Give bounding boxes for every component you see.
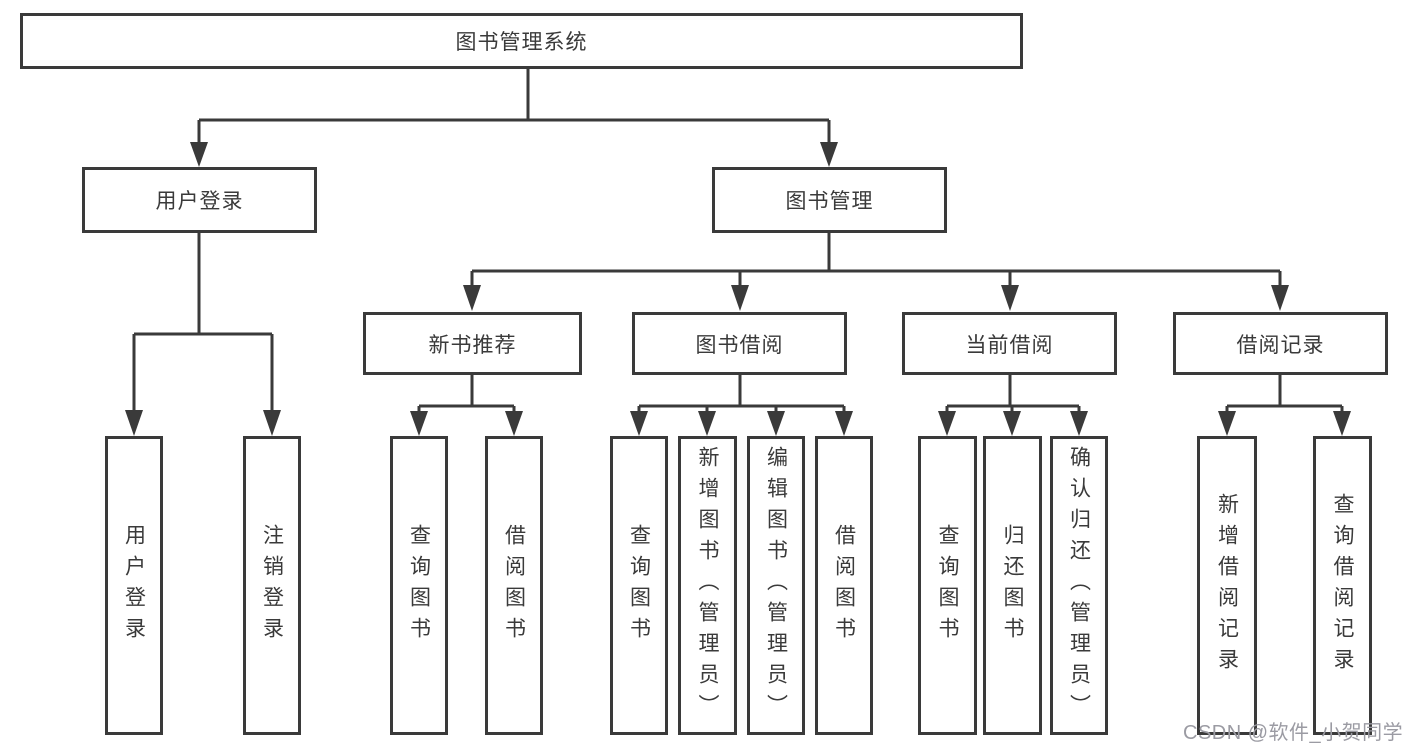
connector-bookborrow-to-children — [637, 375, 846, 413]
node-book-management: 图书管理 — [712, 167, 947, 233]
csdn-watermark: CSDN @软件_小贺同学 — [1183, 722, 1404, 744]
node-current-borrowing: 当前借阅 — [902, 312, 1117, 375]
node-label: 新增借阅记录 — [1215, 492, 1239, 679]
leaf-bookborrow-query: 查询图书 — [610, 436, 668, 735]
arrow-icon — [1271, 285, 1289, 311]
node-borrowing-records: 借阅记录 — [1173, 312, 1388, 375]
leaf-newbook-borrow: 借阅图书 — [485, 436, 543, 735]
node-label: 查询图书 — [627, 523, 651, 648]
arrow-icon — [463, 285, 481, 311]
node-book-borrowing: 图书借阅 — [632, 312, 847, 375]
node-label: 当前借阅 — [965, 333, 1054, 357]
node-label: 新书推荐 — [428, 333, 517, 357]
arrow-icon — [190, 142, 208, 167]
node-label: 查询图书 — [407, 523, 431, 648]
arrow-icon — [1333, 411, 1351, 436]
node-label: 用户登录 — [122, 523, 146, 648]
leaf-newbook-query: 查询图书 — [390, 436, 448, 735]
node-label: 新增图书（管理员） — [696, 446, 719, 725]
node-label: 用户登录 — [155, 190, 244, 213]
connector-records-to-children — [1225, 375, 1344, 413]
node-label: 确认归还（管理员） — [1067, 446, 1091, 725]
node-label: 查询借阅记录 — [1331, 492, 1354, 679]
node-label: 借阅图书 — [502, 523, 526, 648]
arrow-icon — [1218, 411, 1236, 436]
node-label: 注销登录 — [260, 523, 284, 648]
leaf-record-query: 查询借阅记录 — [1313, 436, 1372, 735]
leaf-user-login: 用户登录 — [105, 436, 163, 735]
node-library-system: 图书管理系统 — [20, 13, 1023, 69]
arrow-icon — [505, 411, 523, 436]
arrow-icon — [698, 411, 716, 436]
node-label: 归还图书 — [1001, 523, 1024, 648]
connector-currentborrow-to-children — [945, 375, 1081, 413]
leaf-logout: 注销登录 — [243, 436, 301, 735]
arrow-icon — [1003, 411, 1021, 436]
arrow-icon — [263, 410, 281, 436]
node-label: 图书借阅 — [695, 333, 784, 357]
connector-newbook-to-children — [417, 375, 516, 413]
arrow-icon — [125, 410, 143, 436]
node-label: 图书管理系统 — [455, 31, 588, 54]
arrow-icon — [767, 411, 785, 436]
connector-bookmgmt-to-level3 — [470, 233, 1282, 287]
node-label: 借阅图书 — [832, 523, 856, 648]
leaf-current-return: 归还图书 — [983, 436, 1042, 735]
connector-userlogin-to-children — [132, 233, 274, 412]
leaf-bookborrow-borrow: 借阅图书 — [815, 436, 873, 735]
arrow-icon — [630, 411, 648, 436]
node-label: 图书管理 — [785, 190, 874, 213]
arrow-icon — [731, 285, 749, 311]
connector-root-to-level2 — [197, 69, 831, 144]
node-new-book-recommend: 新书推荐 — [363, 312, 582, 375]
node-label: 借阅记录 — [1236, 333, 1325, 357]
leaf-bookborrow-add-admin: 新增图书（管理员） — [678, 436, 737, 735]
arrowheads — [125, 142, 1351, 436]
arrow-icon — [820, 142, 838, 167]
node-user-login: 用户登录 — [82, 167, 317, 233]
leaf-current-query: 查询图书 — [918, 436, 977, 735]
node-label: 编辑图书（管理员） — [764, 446, 788, 725]
arrow-icon — [1001, 285, 1019, 311]
leaf-bookborrow-edit-admin: 编辑图书（管理员） — [747, 436, 805, 735]
arrow-icon — [1070, 411, 1088, 436]
node-label: 查询图书 — [936, 523, 959, 648]
arrow-icon — [835, 411, 853, 436]
leaf-current-confirm-admin: 确认归还（管理员） — [1050, 436, 1108, 735]
arrow-icon — [938, 411, 956, 436]
leaf-record-add: 新增借阅记录 — [1197, 436, 1257, 735]
arrow-icon — [410, 411, 428, 436]
